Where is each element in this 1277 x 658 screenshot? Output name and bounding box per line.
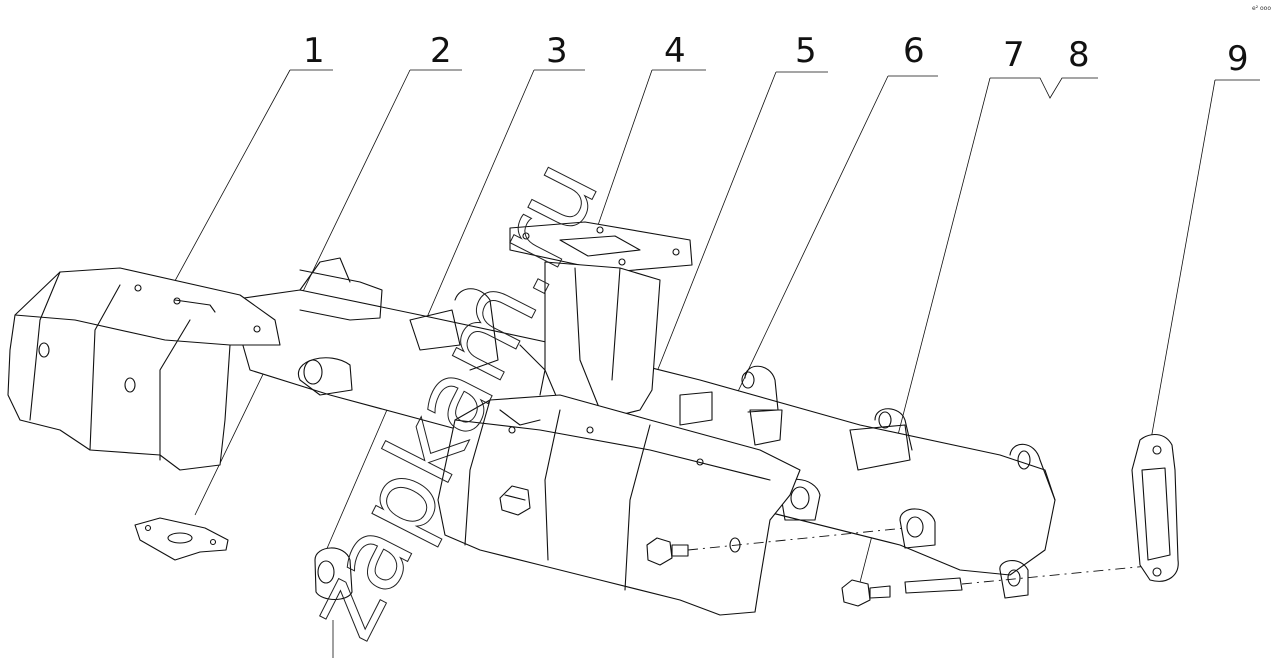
callout-8: 8 bbox=[1068, 35, 1090, 75]
heat-shield-left bbox=[7, 267, 281, 471]
gasket-2 bbox=[134, 517, 229, 561]
sleeve-3 bbox=[314, 547, 353, 601]
bolt-left bbox=[499, 485, 531, 516]
callout-5: 5 bbox=[795, 31, 817, 71]
nut-stud-6 bbox=[646, 527, 906, 566]
turbo-flange bbox=[509, 221, 693, 421]
callout-labels: 1 2 3 4 5 6 7 8 9 bbox=[303, 31, 1249, 79]
gasket-9 bbox=[1131, 434, 1179, 582]
callout-2: 2 bbox=[430, 31, 452, 71]
callout-1: 1 bbox=[303, 31, 325, 71]
corner-mark: e² ooo bbox=[1252, 5, 1271, 12]
nut-stud-7-8 bbox=[841, 565, 1149, 607]
callout-9: 9 bbox=[1227, 39, 1249, 79]
callout-7: 7 bbox=[1003, 35, 1025, 75]
callout-3: 3 bbox=[546, 31, 568, 71]
callout-6: 6 bbox=[903, 31, 925, 71]
callout-4: 4 bbox=[664, 31, 686, 71]
heat-shield-right bbox=[437, 394, 801, 616]
